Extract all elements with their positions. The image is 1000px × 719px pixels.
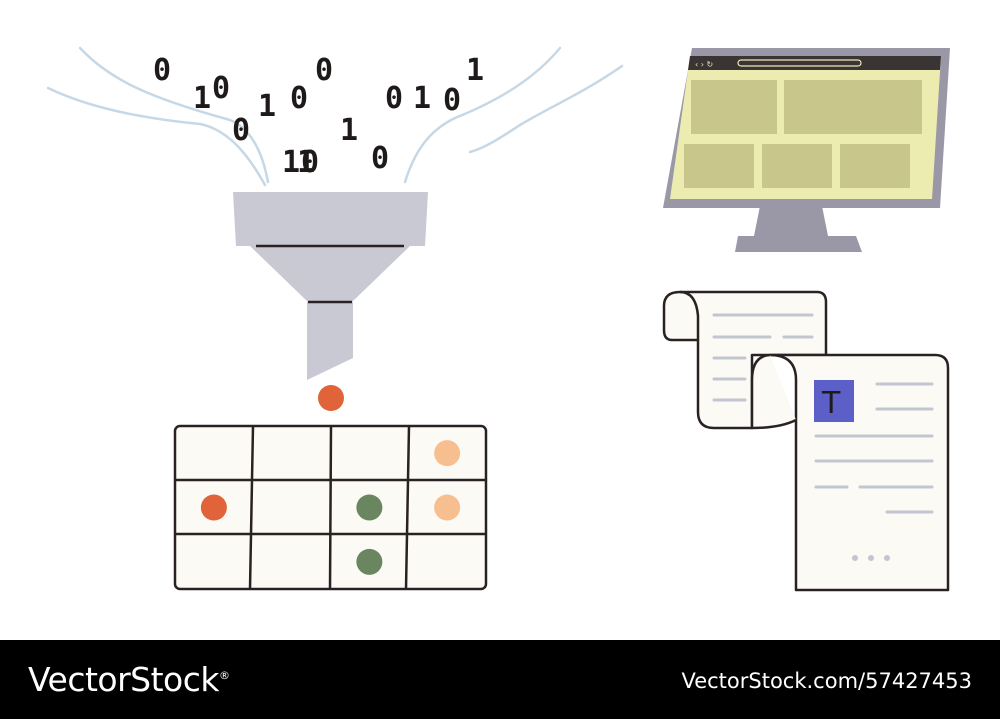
binary-digits: 0 1 0 1 0 0 0 1 0 0 1 1 0 1 1 0 xyxy=(153,53,484,180)
monitor-icon: ‹ › ↻ xyxy=(663,48,950,252)
wind-line xyxy=(78,46,270,184)
funnel-spout xyxy=(307,302,353,380)
monitor-stand xyxy=(754,206,828,236)
monitor-base xyxy=(735,236,862,252)
binary-digit: 1 xyxy=(466,53,484,88)
data-grid xyxy=(173,424,488,591)
registered-mark: ® xyxy=(219,669,230,682)
grid-line xyxy=(248,425,255,590)
grid-line xyxy=(404,425,411,590)
funnel-icon xyxy=(233,192,428,380)
more-dots-icon xyxy=(852,555,890,561)
grid-line xyxy=(328,425,333,590)
document-curl xyxy=(750,353,797,430)
document-text-lines xyxy=(814,382,934,514)
funnel-cone xyxy=(250,246,410,302)
screen-panel xyxy=(784,80,922,134)
image-credit[interactable]: VectorStock.com/57427453 xyxy=(681,669,972,693)
binary-digit: 0 xyxy=(212,71,230,106)
scroll-document xyxy=(662,290,828,430)
funnel-rim xyxy=(233,192,428,246)
binary-digit: 0 xyxy=(371,141,389,176)
falling-drop xyxy=(318,385,344,411)
address-bar xyxy=(737,59,862,67)
grid-dot xyxy=(356,494,383,521)
grid-dot xyxy=(356,548,383,575)
binary-digit: 0 xyxy=(315,53,333,88)
browser-toolbar xyxy=(688,56,941,70)
binary-digit: 1 xyxy=(340,113,358,148)
text-tool-icon xyxy=(814,380,854,422)
binary-digit: 0 xyxy=(443,83,461,118)
wind-line xyxy=(468,64,624,154)
binary-digit: 1 xyxy=(258,89,276,124)
text-document: T xyxy=(750,353,950,592)
binary-digit: 0 xyxy=(301,145,319,180)
binary-digit: 1 xyxy=(413,81,431,116)
text-tool-letter: T xyxy=(821,386,841,421)
binary-digit: 0 xyxy=(385,81,403,116)
scroll-text-lines xyxy=(712,313,814,402)
screen-panel xyxy=(691,80,777,134)
screen-panel xyxy=(840,144,910,188)
wind-lines xyxy=(46,46,624,187)
binary-digit: 0 xyxy=(290,81,308,116)
screen-panel xyxy=(762,144,832,188)
binary-digit: 1 xyxy=(193,81,211,116)
browser-nav-icon: ‹ › ↻ xyxy=(695,60,713,69)
screen-panel xyxy=(684,144,754,188)
binary-digit: 1 xyxy=(297,145,315,180)
brand-name: VectorStock xyxy=(28,660,220,699)
grid-dot xyxy=(434,440,461,467)
brand-logo: VectorStock® xyxy=(28,660,230,699)
binary-digit: 1 xyxy=(282,145,300,180)
binary-digit: 0 xyxy=(153,53,171,88)
document-paper xyxy=(768,353,950,592)
wind-line xyxy=(403,46,562,184)
watermark-footer: VectorStock® VectorStock.com/57427453 xyxy=(0,640,1000,719)
wind-line xyxy=(46,86,267,187)
scroll-paper xyxy=(662,290,828,430)
grid-dot xyxy=(200,494,227,521)
grid-dots xyxy=(200,440,461,575)
binary-digit: 0 xyxy=(232,113,250,148)
grid-dot xyxy=(434,494,461,521)
illustration: 0 1 0 1 0 0 0 1 0 0 1 1 0 1 1 0 xyxy=(46,46,950,592)
scroll-curl xyxy=(679,290,700,340)
